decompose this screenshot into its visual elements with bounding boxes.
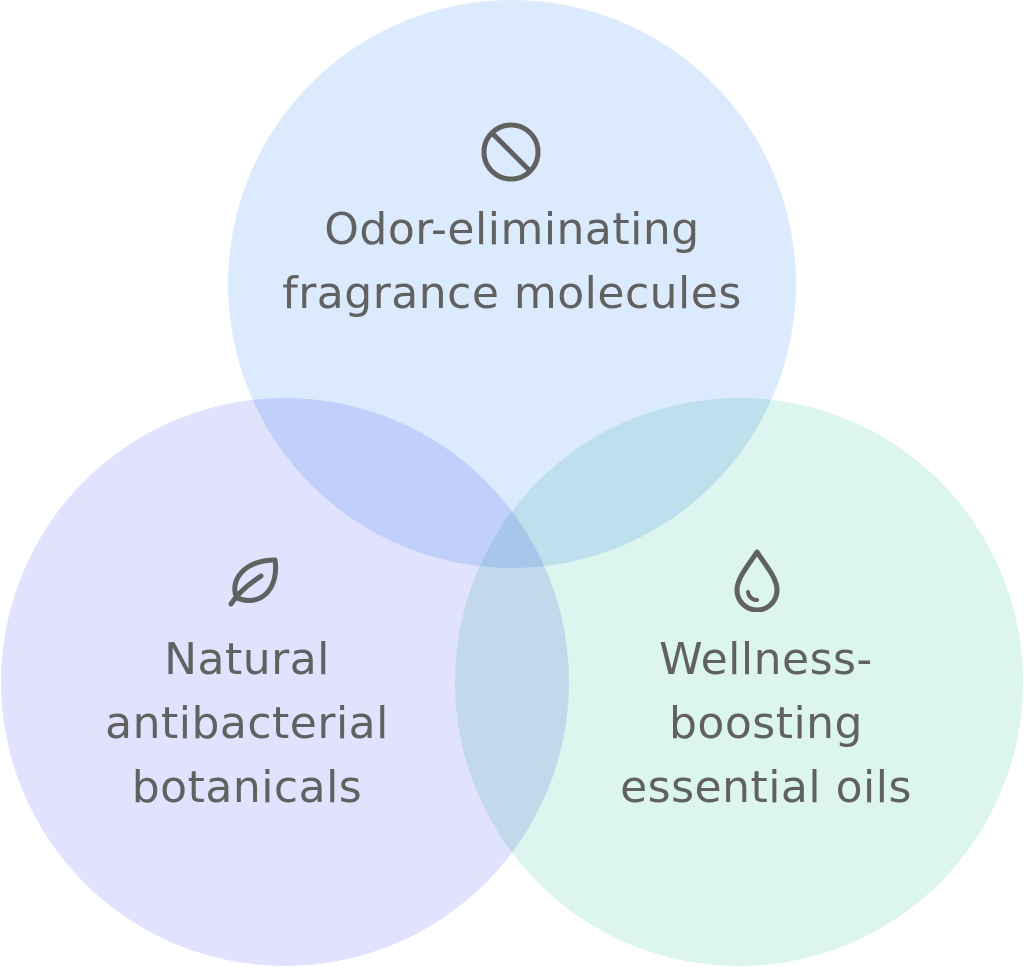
label-line: fragrance molecules bbox=[282, 268, 742, 319]
label-odor-eliminating: Odor-eliminating fragrance molecules bbox=[228, 198, 796, 326]
droplet-icon bbox=[726, 548, 788, 612]
leaf-icon bbox=[223, 552, 285, 614]
label-line: essential oils bbox=[620, 762, 912, 813]
label-line: antibacterial bbox=[105, 698, 389, 749]
label-natural-antibacterial: Natural antibacterial botanicals bbox=[60, 628, 434, 820]
prohibited-icon bbox=[480, 121, 542, 183]
label-wellness-boosting: Wellness- boosting essential oils bbox=[578, 628, 954, 820]
label-line: botanicals bbox=[131, 762, 363, 813]
circle-wellness-boosting bbox=[455, 398, 1023, 966]
label-line: Wellness- bbox=[659, 634, 873, 685]
label-line: Odor-eliminating bbox=[324, 204, 700, 255]
label-line: boosting bbox=[669, 698, 863, 749]
label-line: Natural bbox=[164, 634, 330, 685]
